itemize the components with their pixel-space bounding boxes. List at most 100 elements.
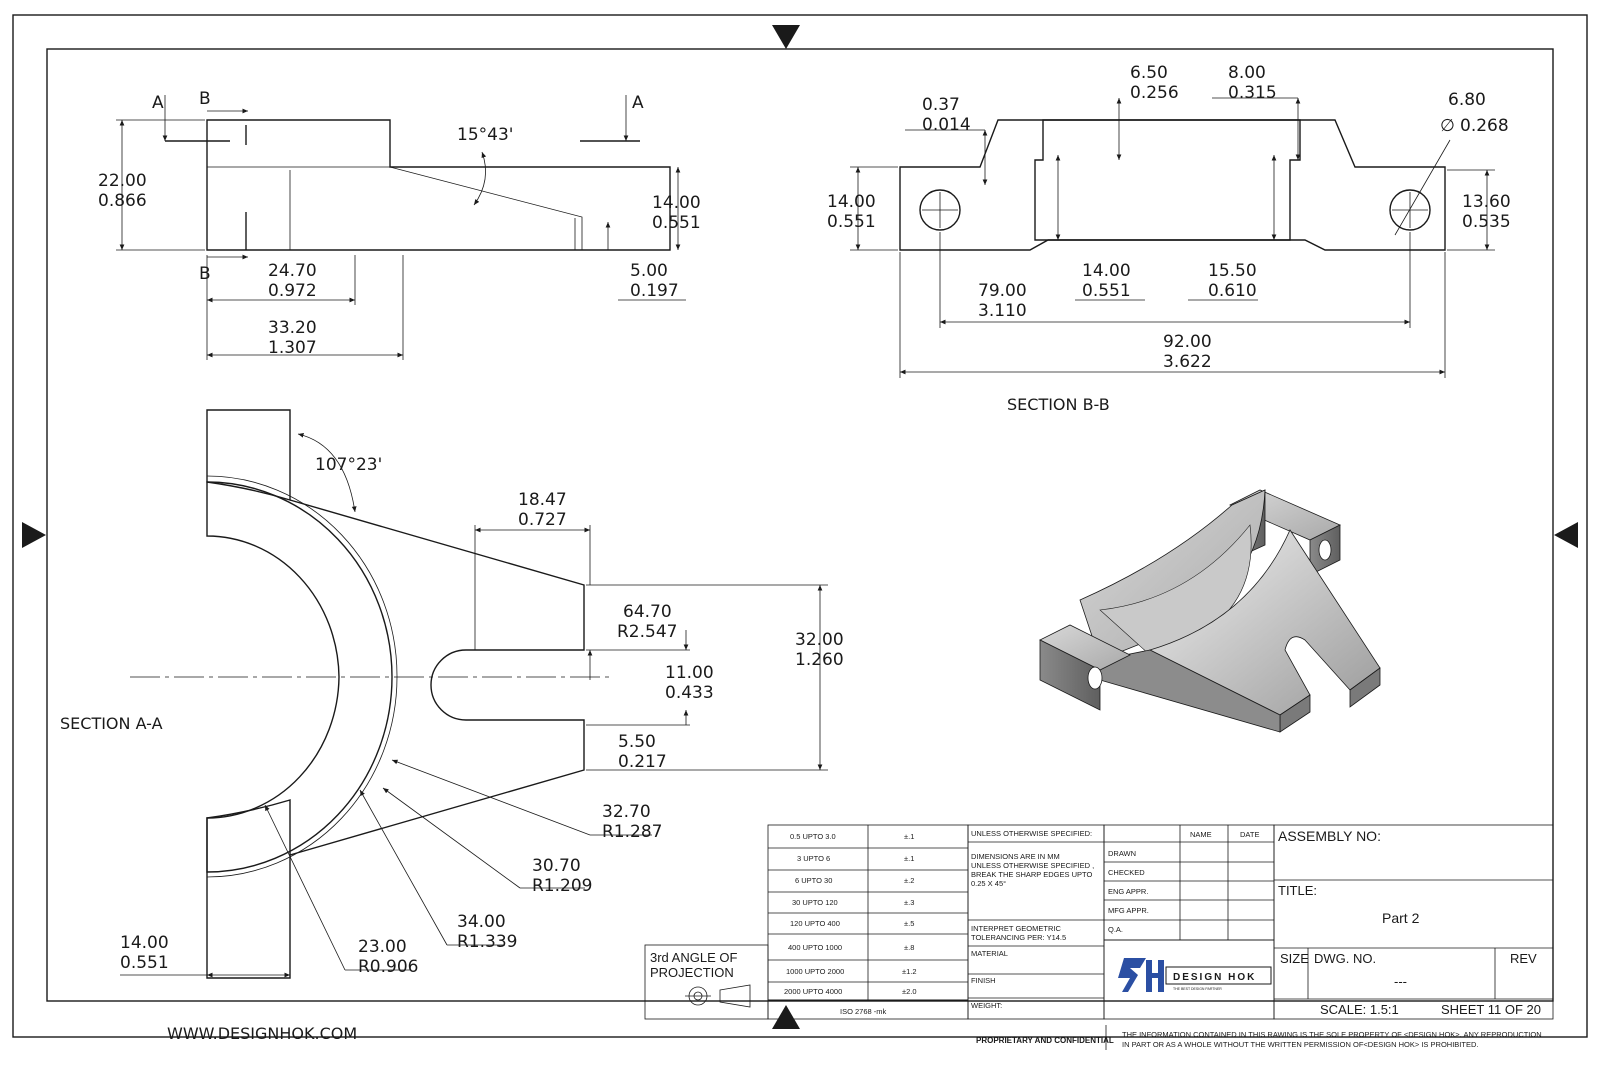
centering-mark-left: [22, 522, 46, 548]
approval-checked: CHECKED: [1108, 868, 1145, 877]
aa-dim-3270-in: R1.287: [602, 822, 662, 842]
tol-range-7: 1000 UPTO 2000: [786, 967, 844, 976]
notes-line-4: 0.25 X 45°: [971, 879, 1006, 888]
cut-b-top-label: B: [199, 89, 211, 109]
aa-dim-1100-mm: 11.00: [665, 663, 714, 683]
aa-dim-6470-mm: 64.70: [623, 602, 672, 622]
bb-dim-1400-in: 0.551: [827, 212, 876, 232]
bb-dim-1550-in: 0.610: [1208, 281, 1257, 301]
dim-5-in: 0.197: [630, 281, 679, 301]
section-bb-view: [850, 97, 1495, 378]
aa-dim-3200-in: 1.260: [795, 650, 844, 670]
iso-standard: ISO 2768 -mk: [840, 1007, 887, 1016]
tol-range-8: 2000 UPTO 4000: [784, 987, 842, 996]
assembly-no-label: ASSEMBLY NO:: [1278, 828, 1381, 844]
projection-line-2: PROJECTION: [650, 965, 734, 980]
website: WWW.DESIGNHOK.COM: [167, 1024, 357, 1043]
bb-dim-037-in: 0.014: [922, 115, 971, 135]
bb-dim-680-mm: 6.80: [1448, 90, 1486, 110]
approval-eng: ENG APPR.: [1108, 887, 1148, 896]
bb-dim-1400b-in: 0.551: [1082, 281, 1131, 301]
dim-22-mm: 22.00: [98, 171, 147, 191]
dim-33-mm: 33.20: [268, 318, 317, 338]
aa-dim-3070-in: R1.209: [532, 876, 592, 896]
notes-header: UNLESS OTHERWISE SPECIFIED:: [971, 829, 1092, 838]
aa-dim-2300-in: R0.906: [358, 957, 418, 977]
tol-value-5: ±.5: [904, 919, 914, 928]
tol-range-4: 30 UPTO 120: [792, 898, 838, 907]
angle-15-43: 15°43': [457, 125, 513, 145]
centering-mark-right: [1554, 522, 1578, 548]
tol-value-6: ±.8: [904, 943, 914, 952]
dim-5-mm: 5.00: [630, 261, 668, 281]
tol-range-3: 6 UPTO 30: [795, 876, 832, 885]
aa-dim-2300-mm: 23.00: [358, 937, 407, 957]
tol-value-2: ±.1: [904, 854, 914, 863]
bb-dim-9200-in: 3.622: [1163, 352, 1212, 372]
tol-range-6: 400 UPTO 1000: [788, 943, 842, 952]
dim-24-in: 0.972: [268, 281, 317, 301]
sheet-label: SHEET 11 OF 20: [1441, 1002, 1541, 1017]
aa-dim-1400-mm: 14.00: [120, 933, 169, 953]
bb-dim-1400-mm: 14.00: [827, 192, 876, 212]
logo-tagline: THE BEST DESIGN PARTNER: [1173, 987, 1222, 991]
bb-dim-037-mm: 0.37: [922, 95, 960, 115]
dwg-no-label: DWG. NO.: [1314, 951, 1376, 966]
aa-dim-3070-mm: 30.70: [532, 856, 581, 876]
bb-dim-7900-mm: 79.00: [978, 281, 1027, 301]
design-hok-logo: DESIGN HOK THE BEST DESIGN PARTNER: [1118, 958, 1272, 992]
logo-name: DESIGN HOK: [1173, 972, 1256, 983]
size-label: SIZE: [1280, 951, 1309, 966]
aa-dim-1847-mm: 18.47: [518, 490, 567, 510]
aa-dim-3400-in: R1.339: [457, 932, 517, 952]
notes-tol-2: TOLERANCING PER: Y14.5: [971, 933, 1066, 942]
aa-dim-1847-in: 0.727: [518, 510, 567, 530]
notes-finish: FINISH: [971, 976, 996, 985]
bb-dim-650-in: 0.256: [1130, 83, 1179, 103]
title-label: TITLE:: [1278, 883, 1317, 898]
aa-dim-3400-mm: 34.00: [457, 912, 506, 932]
notes-weight: WEIGHT:: [971, 1001, 1002, 1010]
notes-line-1: DIMENSIONS ARE IN MM: [971, 852, 1060, 861]
isometric-3d-view: [1039, 489, 1381, 733]
notes-tol-1: INTERPRET GEOMETRIC: [971, 924, 1061, 933]
bb-dim-650-mm: 6.50: [1130, 63, 1168, 83]
bb-dim-800-in: 0.315: [1228, 83, 1277, 103]
approvals-name: NAME: [1190, 830, 1212, 839]
part-title: Part 2: [1382, 910, 1420, 926]
outer-border: [12, 14, 1588, 1038]
bb-dim-9200-mm: 92.00: [1163, 332, 1212, 352]
tol-range-2: 3 UPTO 6: [797, 854, 830, 863]
approval-drawn: DRAWN: [1108, 849, 1136, 858]
approvals-date: DATE: [1240, 830, 1259, 839]
dwg-no-value: ---: [1394, 974, 1407, 989]
tol-range-5: 120 UPTO 400: [790, 919, 840, 928]
bb-dim-1360-in: 0.535: [1462, 212, 1511, 232]
section-bb-label: SECTION B-B: [1007, 395, 1110, 414]
approval-qa: Q.A.: [1108, 925, 1123, 934]
bb-diameter-symbol: ∅: [1440, 116, 1455, 136]
projection-line-1: 3rd ANGLE OF: [650, 950, 737, 965]
bb-dim-1400b-mm: 14.00: [1082, 261, 1131, 281]
approval-mfg: MFG APPR.: [1108, 906, 1149, 915]
scale-label: SCALE: 1.5:1: [1320, 1002, 1399, 1017]
tol-value-7: ±1.2: [902, 967, 917, 976]
notes-block: [967, 824, 1105, 1020]
proprietary-label: PROPRIETARY AND CONFIDENTIAL: [976, 1036, 1114, 1045]
bb-dim-1360-mm: 13.60: [1462, 192, 1511, 212]
dim-14-mm: 14.00: [652, 193, 701, 213]
aa-angle-107: 107°23': [315, 455, 382, 475]
dim-33-in: 1.307: [268, 338, 317, 358]
projection-box: [644, 944, 769, 1020]
bb-dim-680-in: 0.268: [1460, 116, 1509, 136]
disclaimer-line-1: THE INFORMATION CONTAINED IN THIS RAWING…: [1122, 1030, 1542, 1039]
tol-value-1: ±.1: [904, 832, 914, 841]
centering-mark-bottom: [772, 1005, 800, 1029]
top-view: [116, 95, 686, 360]
notes-material: MATERIAL: [971, 949, 1008, 958]
cut-b-bottom-label: B: [199, 264, 211, 284]
aa-dim-1400-in: 0.551: [120, 953, 169, 973]
tol-value-4: ±.3: [904, 898, 914, 907]
notes-line-3: BREAK THE SHARP EDGES UPTO: [971, 870, 1092, 879]
tol-value-3: ±.2: [904, 876, 914, 885]
